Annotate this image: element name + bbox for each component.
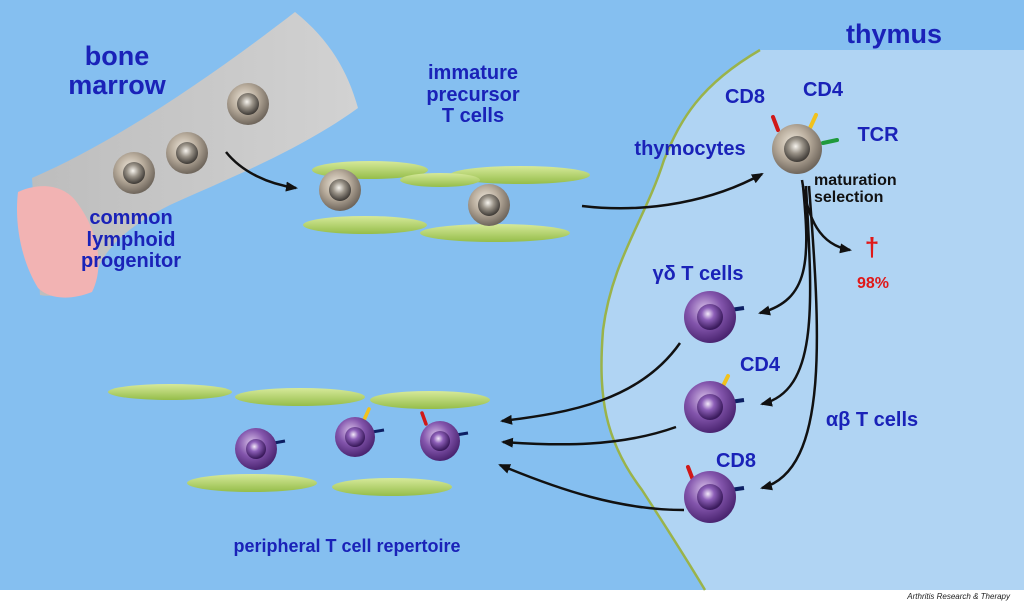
dagger-symbol: † — [864, 232, 880, 262]
gamma-delta-label: γδ T cells — [652, 263, 744, 285]
stromal-cells-lower — [108, 384, 490, 496]
cd4-t-cell — [684, 374, 745, 433]
peripheral-repertoire-label: peripheral T cell repertoire — [233, 536, 461, 556]
cd4-label-top: CD4 — [802, 79, 843, 101]
progenitor-cell — [227, 83, 269, 125]
cd4-marker — [808, 113, 818, 130]
alpha-beta-label: αβ T cells — [825, 409, 919, 431]
peripheral-cd8-t-cell — [420, 411, 469, 461]
arrow-cd8-to-periphery — [498, 463, 685, 512]
cd8-label-bottom: CD8 — [715, 450, 756, 472]
thymocytes-label: thymocytes — [634, 138, 746, 160]
tcr-label: TCR — [857, 124, 899, 146]
arrows — [225, 151, 852, 512]
peripheral-t-cell — [235, 428, 286, 470]
progenitor-cell — [113, 152, 155, 194]
immature-precursor-cell — [319, 169, 361, 211]
cd8-label-top: CD8 — [724, 86, 765, 108]
thymus-region — [601, 50, 1024, 590]
cd8-t-cell — [684, 465, 745, 523]
tcr-marker — [821, 138, 839, 145]
thymus-border — [600, 48, 761, 591]
peripheral-cd4-t-cell — [335, 407, 385, 457]
progenitor-cell — [166, 132, 208, 174]
source-credit: Arthritis Research & Therapy — [907, 592, 1010, 601]
arrow-to-cd8-cells — [760, 185, 819, 491]
bottom-strip — [0, 590, 1024, 603]
arrow-cd4-to-periphery — [501, 425, 677, 448]
maturation-selection-label: maturation selection — [814, 172, 897, 207]
bone-marrow-end — [16, 186, 99, 298]
arrow-marrow-to-precursor — [225, 151, 298, 192]
arrow-precursor-to-thymocyte — [581, 172, 764, 210]
arrow-to-cd4-cells — [760, 185, 812, 407]
bone-marrow-label: bone marrow — [68, 41, 166, 101]
arrow-gd-to-periphery — [500, 342, 682, 425]
immature-precursor-cell — [468, 184, 510, 226]
arrow-to-gd-cells — [758, 185, 808, 316]
thymocyte-cell — [771, 113, 839, 174]
gamma-delta-t-cell — [684, 291, 745, 343]
cd8-marker — [771, 115, 780, 132]
immature-precursor-label: immature precursor T cells — [426, 62, 520, 128]
common-lymphoid-label: common lymphoid progenitor — [81, 207, 181, 273]
thymus-label: thymus — [845, 19, 943, 49]
cd4-label-mid: CD4 — [739, 354, 780, 376]
death-percentage: 98% — [856, 275, 890, 292]
